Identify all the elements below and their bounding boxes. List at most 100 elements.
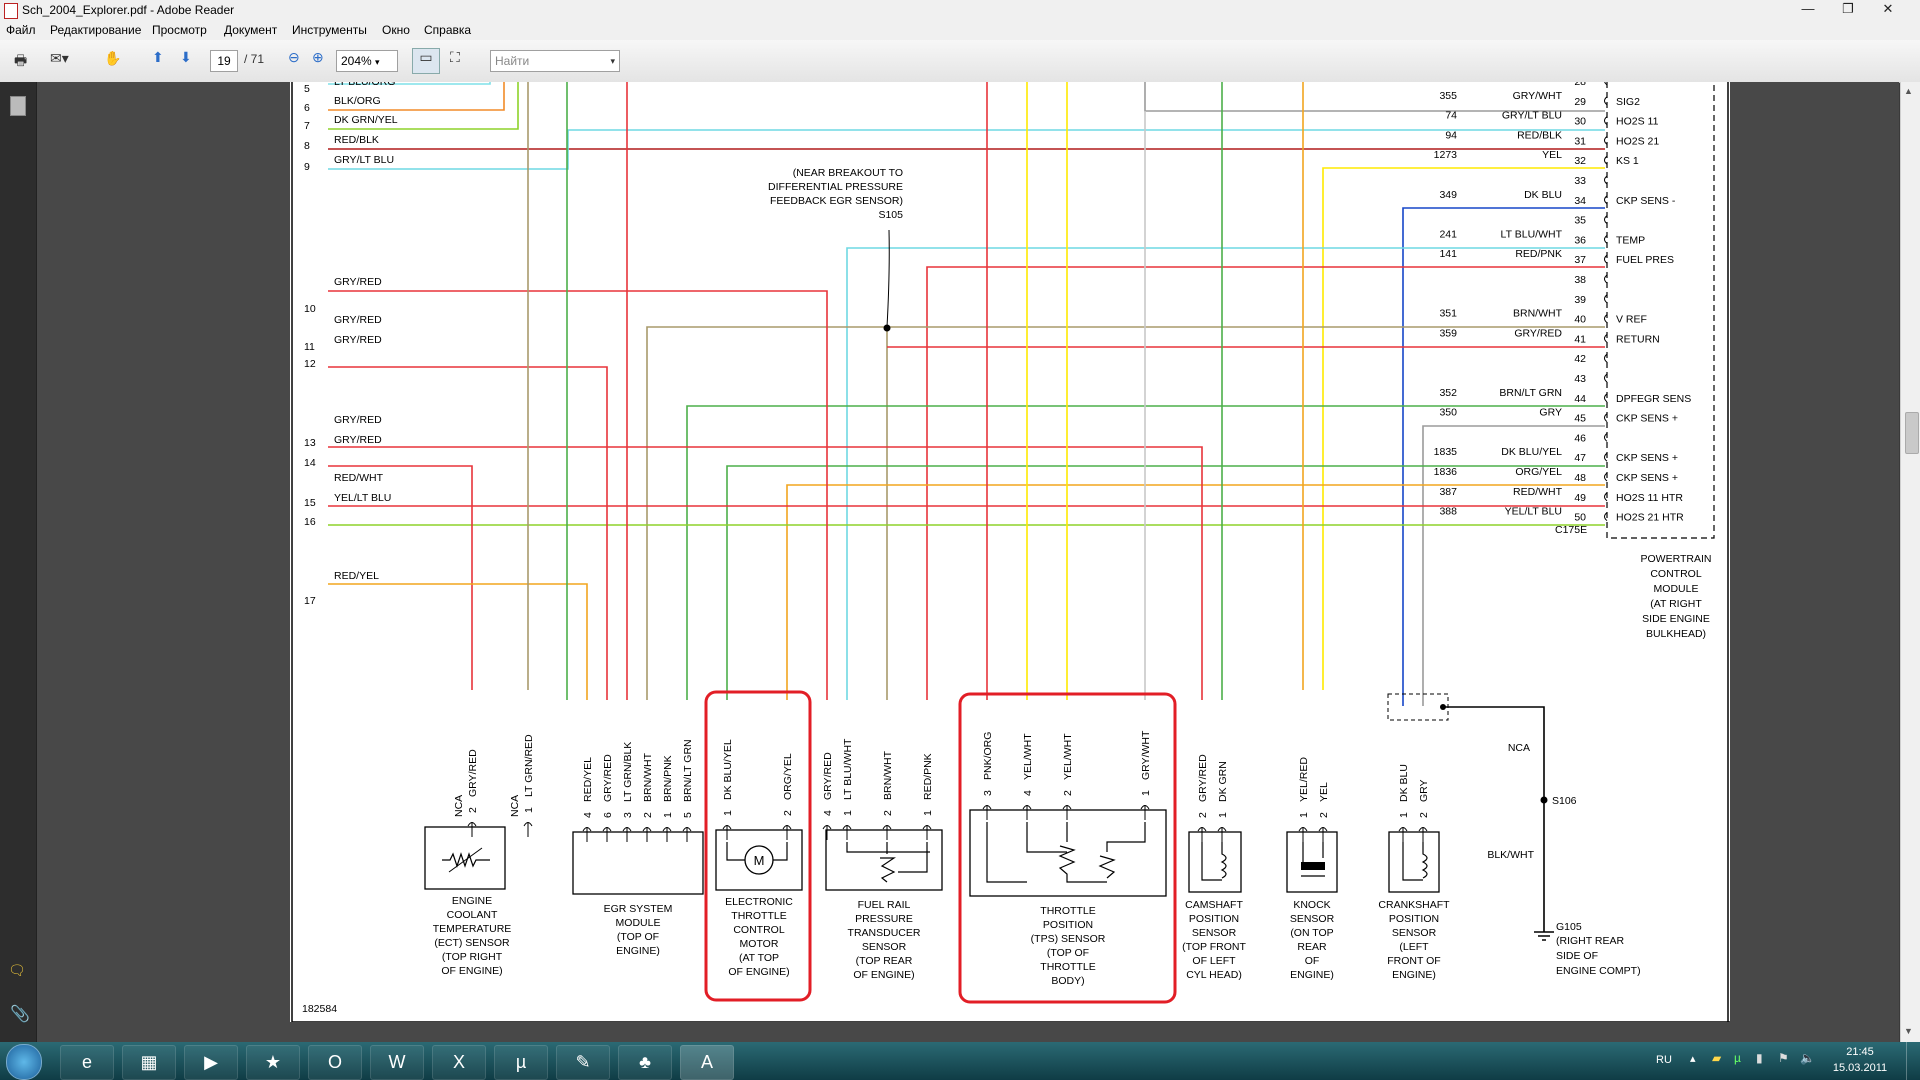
menu-tools[interactable]: Инструменты (292, 23, 367, 37)
left-wire-label: RED/BLK (334, 134, 379, 146)
page-number-input[interactable]: 19 (210, 50, 238, 72)
wire-pin12 (328, 366, 608, 700)
etc-label-line: CONTROL (733, 924, 784, 936)
opera-icon[interactable]: O (308, 1045, 362, 1080)
vertical-scrollbar[interactable]: ▲ ▼ (1900, 82, 1920, 1042)
app-icon-1[interactable]: ★ (246, 1045, 300, 1080)
tps-label-line: POSITION (1043, 919, 1093, 931)
pin-number: 1 (662, 812, 674, 818)
search-input[interactable]: Найти▾ (490, 50, 620, 72)
menu-file[interactable]: Файл (6, 23, 36, 37)
pcm-wire-color: RED/PNK (1515, 248, 1562, 260)
pcm-pin-number: 48 (1574, 472, 1586, 484)
minimize-icon[interactable]: — (1801, 1, 1815, 16)
adobe-reader-taskbar-icon[interactable]: A (680, 1045, 734, 1080)
pcm-pin-function: RETURN (1616, 333, 1660, 345)
show-desktop-button[interactable] (1906, 1042, 1920, 1080)
ks-label-line: KNOCK (1293, 899, 1330, 911)
tps-label-line: (TPS) SENSOR (1031, 933, 1106, 945)
left-pin-number: 14 (304, 457, 316, 469)
word-icon[interactable]: W (370, 1045, 424, 1080)
pin-number: 3 (982, 790, 994, 796)
pin-number: 6 (602, 812, 614, 818)
restore-icon[interactable]: ❐ (1842, 1, 1854, 16)
zoom-out-icon[interactable]: ⊖ (288, 49, 300, 65)
splice-s106-label: S106 (1552, 795, 1577, 807)
pdf-app-icon (4, 3, 18, 19)
pages-panel-icon[interactable] (10, 96, 26, 116)
menu-bar: Файл Редактирование Просмотр Документ Ин… (0, 20, 1920, 40)
ckp-label-line: FRONT OF (1387, 955, 1440, 967)
tps-label-line: THROTTLE (1040, 961, 1095, 973)
next-page-icon[interactable]: ⬇ (180, 49, 192, 65)
ground-symbol (1534, 931, 1554, 941)
share-icon[interactable]: ✉▾ (50, 50, 69, 66)
close-icon[interactable]: ✕ (1882, 1, 1894, 16)
tray-expand-icon[interactable]: ▴ (1690, 1053, 1696, 1065)
utorrent-icon[interactable]: µ (494, 1045, 548, 1080)
comments-icon[interactable]: 🗨 (8, 962, 26, 978)
excel-icon[interactable]: X (432, 1045, 486, 1080)
scroll-down-icon[interactable]: ▼ (1904, 1026, 1913, 1036)
left-pin-number: 10 (304, 303, 316, 315)
zoom-in-icon[interactable]: ⊕ (312, 49, 324, 65)
pcm-pin-number: 29 (1574, 96, 1586, 108)
pin-number: 1 (1140, 790, 1152, 796)
tray-utorrent-icon[interactable]: µ (1734, 1051, 1741, 1065)
pcm-pin-number: 42 (1574, 353, 1586, 365)
menu-edit[interactable]: Редактирование (50, 23, 142, 37)
pin-number: 2 (1418, 812, 1430, 818)
fit-width-icon[interactable]: ▭ (412, 48, 440, 74)
clock-date[interactable]: 15.03.2011 (1832, 1062, 1888, 1074)
pcm-circuit-number: 1835 (1434, 446, 1458, 458)
pcm-pin-terminal (1604, 433, 1608, 442)
left-pin-number: 12 (304, 358, 316, 370)
frp-label-line: OF ENGINE) (853, 969, 914, 981)
pin-wire-color: YEL/WHT (1062, 733, 1074, 780)
games-icon[interactable]: ♣ (618, 1045, 672, 1080)
attachments-icon[interactable]: 📎 (10, 1006, 30, 1023)
menu-document[interactable]: Документ (224, 23, 278, 37)
pcm-pin-terminal (1604, 155, 1608, 165)
pcm-pin-number: 40 (1574, 314, 1586, 326)
ks-label-line: (ON TOP (1290, 927, 1333, 939)
explorer-icon[interactable]: ▦ (122, 1045, 176, 1080)
ks-housing (1286, 831, 1338, 893)
shield-junction (1440, 704, 1446, 710)
ie-icon[interactable]: e (60, 1045, 114, 1080)
tray-folder-icon[interactable]: ▰ (1712, 1051, 1722, 1065)
pin-wire-color: DK GRN (1217, 761, 1229, 802)
media-player-icon[interactable]: ▶ (184, 1045, 238, 1080)
left-pin-number: 17 (304, 595, 316, 607)
menu-help[interactable]: Справка (424, 23, 472, 37)
pcm-circuit-number: 241 (1439, 228, 1457, 240)
tray-network-icon[interactable]: ▮ (1756, 1051, 1763, 1065)
left-wire-label: GRY/RED (334, 414, 382, 426)
prev-page-icon[interactable]: ⬆ (152, 49, 164, 65)
hand-icon[interactable]: ✋ (104, 50, 122, 66)
print-icon[interactable]: 🖶 (14, 52, 28, 68)
egr-housing (572, 831, 704, 895)
wire-ground (1443, 706, 1545, 932)
zoom-select[interactable]: 204% ▾ (336, 50, 398, 72)
ground-point-label: G105 (1556, 921, 1582, 933)
notes-icon[interactable]: ✎ (556, 1045, 610, 1080)
fit-page-icon[interactable]: ⛶ (450, 49, 460, 65)
pcm-wire-color: LT BLU/WHT (1501, 228, 1563, 240)
language-indicator[interactable]: RU (1656, 1054, 1672, 1066)
start-button-icon[interactable] (6, 1044, 42, 1080)
tray-volume-icon[interactable]: 🔈 (1800, 1051, 1815, 1065)
search-dropdown-icon[interactable]: ▾ (610, 56, 615, 66)
tray-flag-icon[interactable]: ⚑ (1778, 1051, 1789, 1065)
wire-pin7 (328, 62, 519, 130)
left-wire-label: YEL/LT BLU (334, 492, 391, 504)
pin-wire-color: PNK/ORG (982, 732, 994, 780)
cmp-label-line: CYL HEAD) (1186, 969, 1242, 981)
clock-time[interactable]: 21:45 (1846, 1046, 1874, 1058)
left-pin-number: 16 (304, 516, 316, 528)
menu-window[interactable]: Окно (382, 23, 410, 37)
wiring-schematic: .t{font-size:10.5px;fill:#000;} .w{strok… (291, 62, 1730, 1023)
scroll-up-icon[interactable]: ▲ (1904, 86, 1913, 96)
menu-view[interactable]: Просмотр (152, 23, 207, 37)
scroll-thumb[interactable] (1905, 412, 1919, 454)
